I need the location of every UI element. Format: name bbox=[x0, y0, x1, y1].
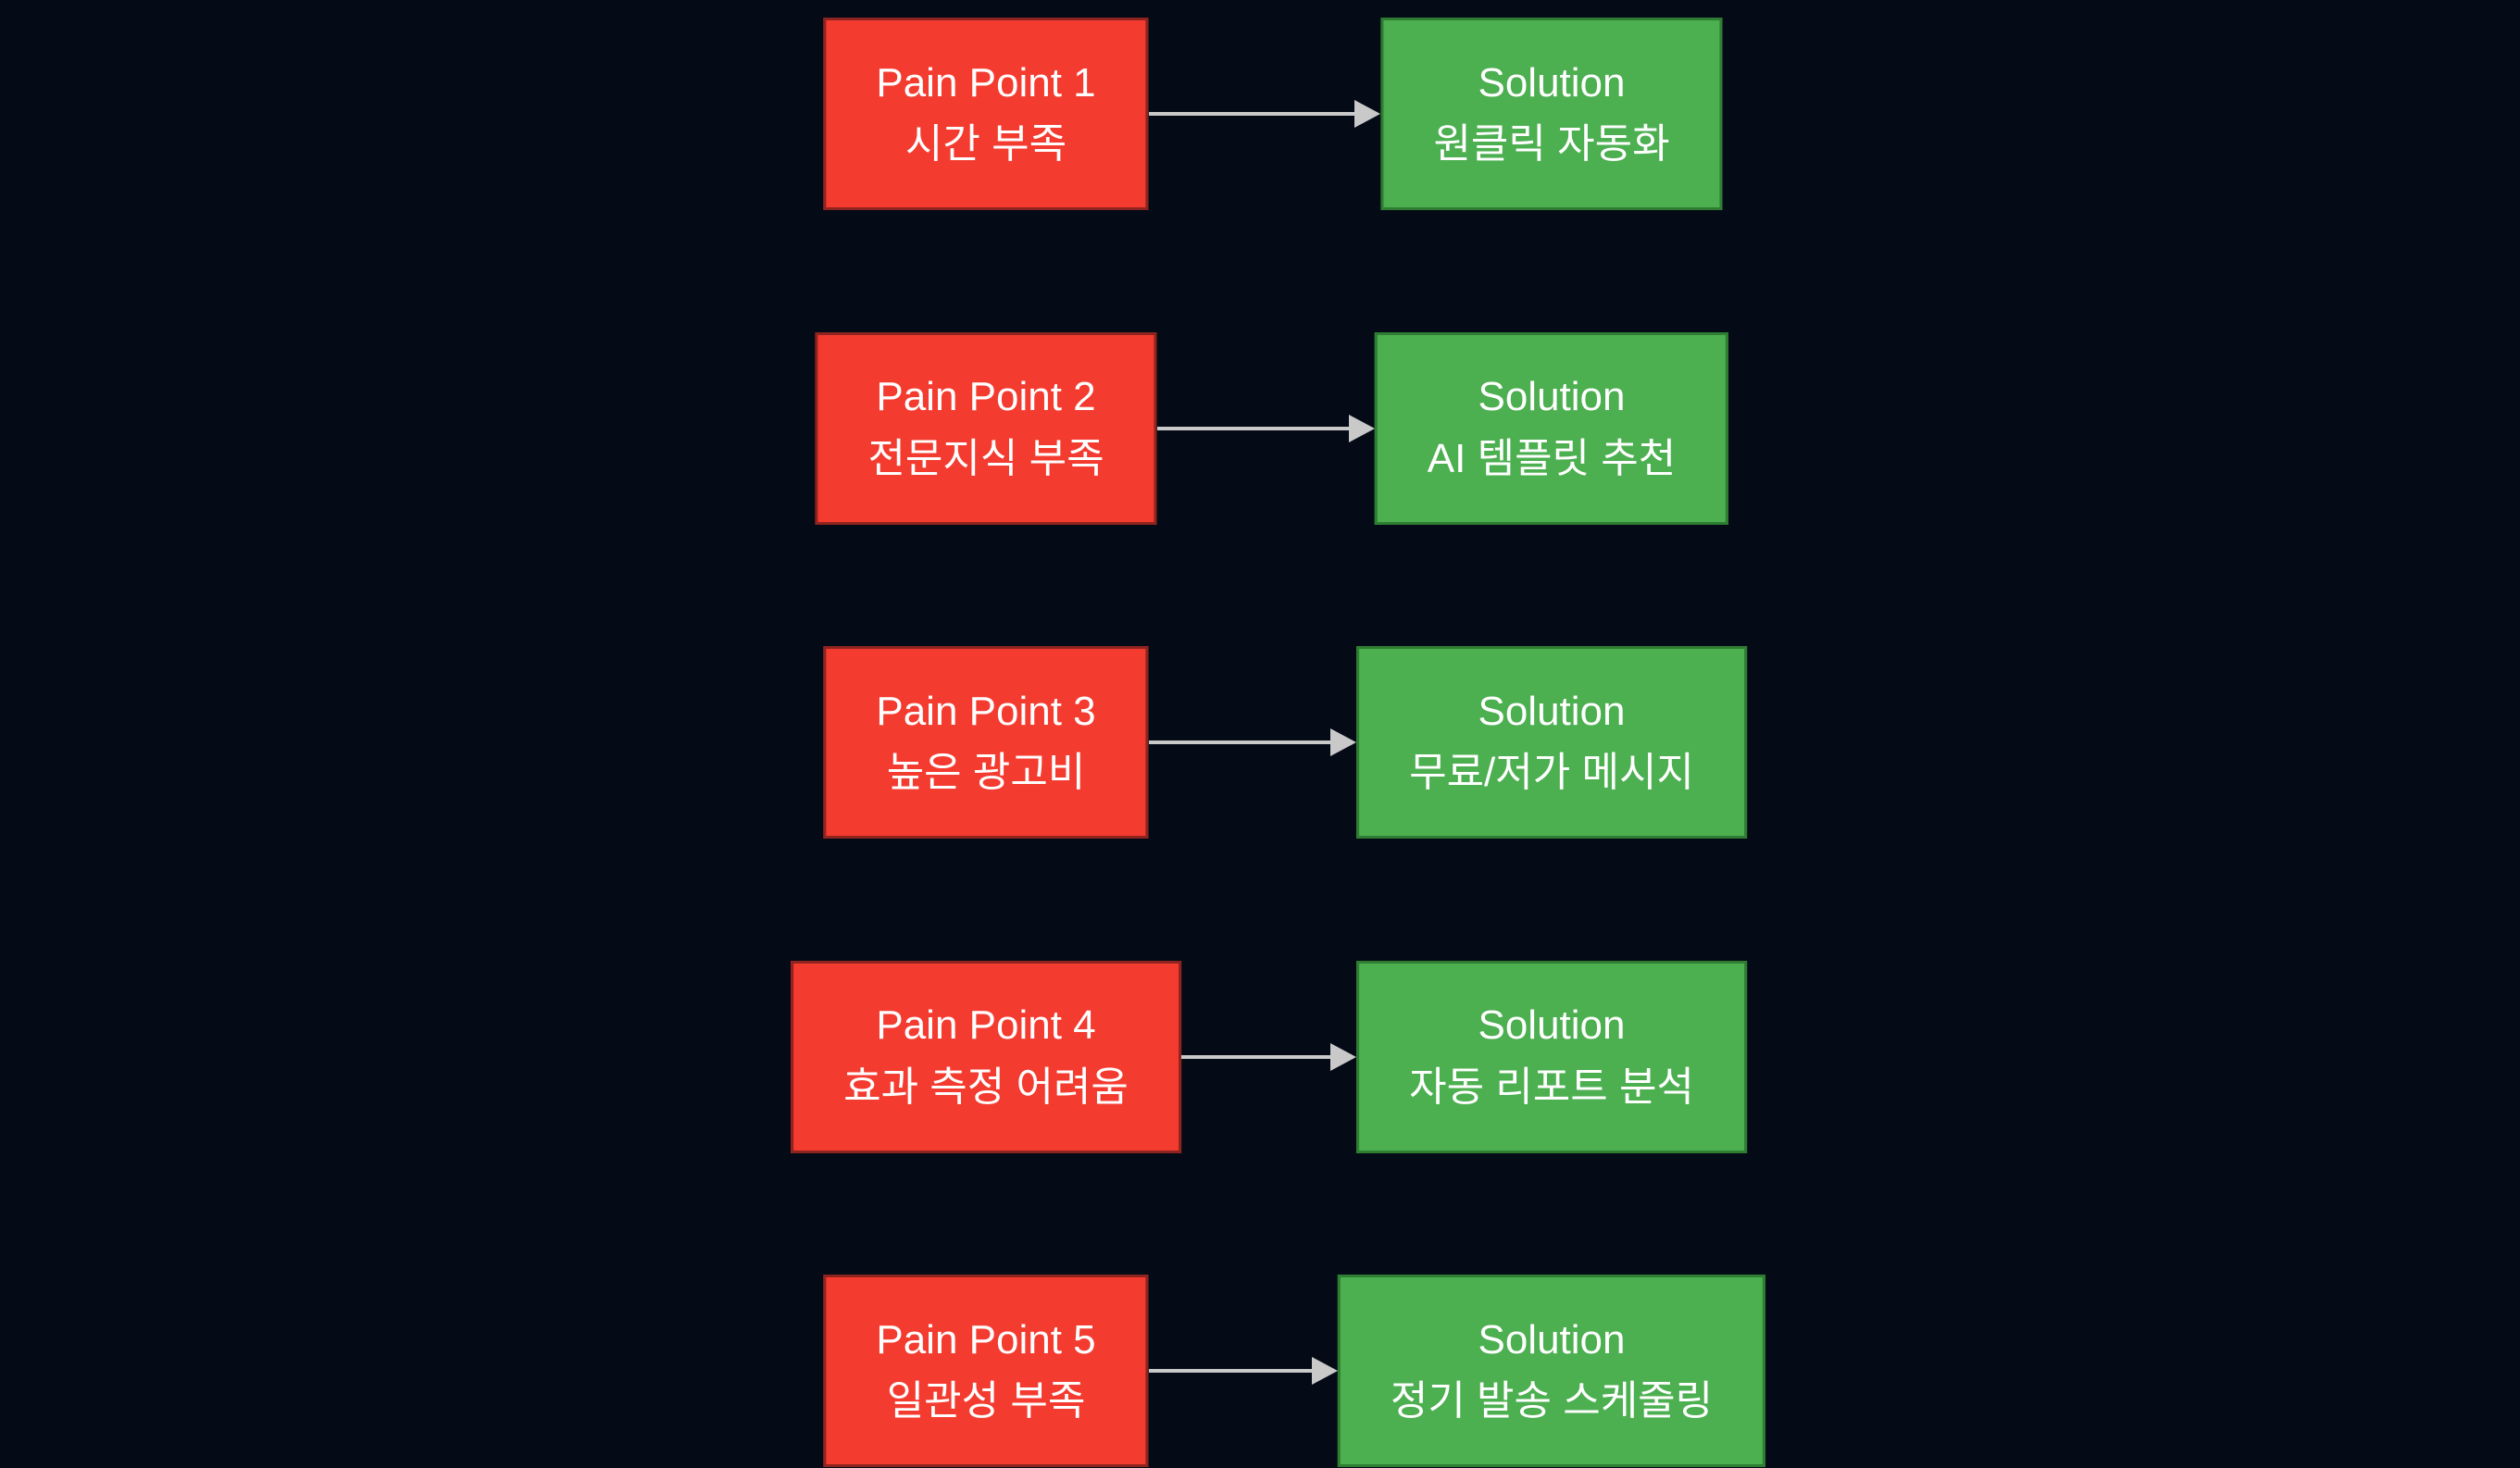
pain-point-subtitle: 높은 광고비 bbox=[886, 750, 1086, 795]
pain-point-subtitle: 전문지식 부족 bbox=[867, 435, 1104, 481]
solution-node: Solution 정기 발송 스케줄링 bbox=[1337, 1275, 1766, 1467]
arrow-right-icon bbox=[1354, 100, 1381, 128]
diagram-row: Pain Point 3 높은 광고비 Solution 무료/저가 메시지 bbox=[0, 646, 2520, 839]
pain-point-title: Pain Point 2 bbox=[876, 374, 1096, 420]
solution-node: Solution 무료/저가 메시지 bbox=[1356, 646, 1747, 839]
solution-node: Solution AI 템플릿 추천 bbox=[1374, 331, 1729, 525]
arrow-line bbox=[1148, 1369, 1316, 1373]
arrow-right-icon bbox=[1348, 414, 1375, 442]
pain-point-node: Pain Point 5 일관성 부족 bbox=[823, 1275, 1149, 1467]
pain-point-node: Pain Point 2 전문지식 부족 bbox=[815, 331, 1157, 525]
arrow-line bbox=[1180, 1054, 1335, 1059]
solution-subtitle: 무료/저가 메시지 bbox=[1409, 750, 1694, 795]
arrow-line bbox=[1156, 426, 1353, 430]
arrow-line bbox=[1148, 740, 1335, 744]
solution-subtitle: 정기 발송 스케줄링 bbox=[1390, 1378, 1714, 1424]
pain-point-title: Pain Point 4 bbox=[876, 1002, 1096, 1049]
solution-title: Solution bbox=[1478, 1316, 1626, 1362]
solution-title: Solution bbox=[1478, 59, 1626, 106]
pain-point-subtitle: 일관성 부족 bbox=[886, 1378, 1086, 1424]
pain-point-node: Pain Point 4 효과 측정 어려움 bbox=[791, 960, 1181, 1153]
arrow-right-icon bbox=[1330, 728, 1357, 756]
arrow-right-icon bbox=[1330, 1042, 1357, 1071]
solution-node: Solution 원클릭 자동화 bbox=[1380, 18, 1723, 210]
solution-title: Solution bbox=[1478, 688, 1626, 734]
solution-subtitle: AI 템플릿 추천 bbox=[1427, 435, 1677, 481]
pain-point-node: Pain Point 1 시간 부족 bbox=[823, 18, 1149, 210]
solution-subtitle: 원클릭 자동화 bbox=[1433, 121, 1670, 167]
solution-title: Solution bbox=[1478, 374, 1626, 420]
solution-subtitle: 자동 리포트 분석 bbox=[1409, 1064, 1694, 1110]
pain-point-title: Pain Point 5 bbox=[876, 1316, 1096, 1362]
pain-point-subtitle: 효과 측정 어려움 bbox=[843, 1064, 1129, 1110]
pain-point-node: Pain Point 3 높은 광고비 bbox=[823, 646, 1149, 839]
arrow-right-icon bbox=[1311, 1357, 1338, 1385]
solution-title: Solution bbox=[1478, 1002, 1626, 1049]
diagram-row: Pain Point 1 시간 부족 Solution 원클릭 자동화 bbox=[0, 18, 2520, 210]
diagram-row: Pain Point 2 전문지식 부족 Solution AI 템플릿 추천 bbox=[0, 331, 2520, 525]
diagram-row: Pain Point 4 효과 측정 어려움 Solution 자동 리포트 분… bbox=[0, 960, 2520, 1153]
pain-point-title: Pain Point 1 bbox=[876, 59, 1096, 106]
diagram-row: Pain Point 5 일관성 부족 Solution 정기 발송 스케줄링 bbox=[0, 1275, 2520, 1467]
arrow-line bbox=[1148, 112, 1359, 116]
solution-node: Solution 자동 리포트 분석 bbox=[1356, 960, 1747, 1153]
pain-point-subtitle: 시간 부족 bbox=[904, 121, 1067, 167]
pain-point-title: Pain Point 3 bbox=[876, 688, 1096, 734]
